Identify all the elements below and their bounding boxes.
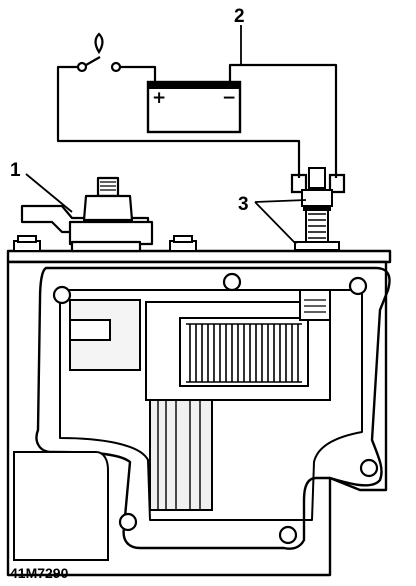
bolt-hole (359, 458, 379, 478)
bolt-hole (118, 512, 138, 532)
leader-lines (25, 25, 307, 245)
leader-1 (25, 173, 73, 213)
top-plate (6, 249, 392, 264)
wire-switch-to-body (56, 65, 301, 178)
bolt-hole (52, 285, 72, 305)
switch-icon (76, 32, 122, 73)
inner-cavity (59, 289, 363, 521)
leader-3b (254, 199, 307, 203)
callout-2: 2 (234, 6, 245, 27)
top-bolts (13, 235, 197, 252)
spring-icon (186, 323, 302, 383)
leader-3a (254, 201, 297, 245)
bolt-hole (278, 525, 298, 545)
callout-1: 1 (10, 160, 21, 181)
callout-3: 3 (238, 194, 249, 215)
bolt-holes (52, 272, 379, 545)
terminal-stud-icon (294, 167, 340, 251)
figure-id: 41M7290 (10, 565, 69, 581)
lower-boss (13, 451, 109, 561)
battery-positive-label: + (152, 88, 166, 108)
gasket-outline (35, 266, 391, 550)
wire-positive (116, 65, 157, 82)
test-circuit (56, 63, 338, 178)
lever-assembly (20, 176, 154, 253)
wire-negative (228, 63, 338, 178)
battery-negative-label: − (222, 88, 236, 108)
bolt-hole (348, 276, 368, 296)
bolt-hole (222, 272, 242, 292)
battery-icon: + − (146, 80, 242, 134)
